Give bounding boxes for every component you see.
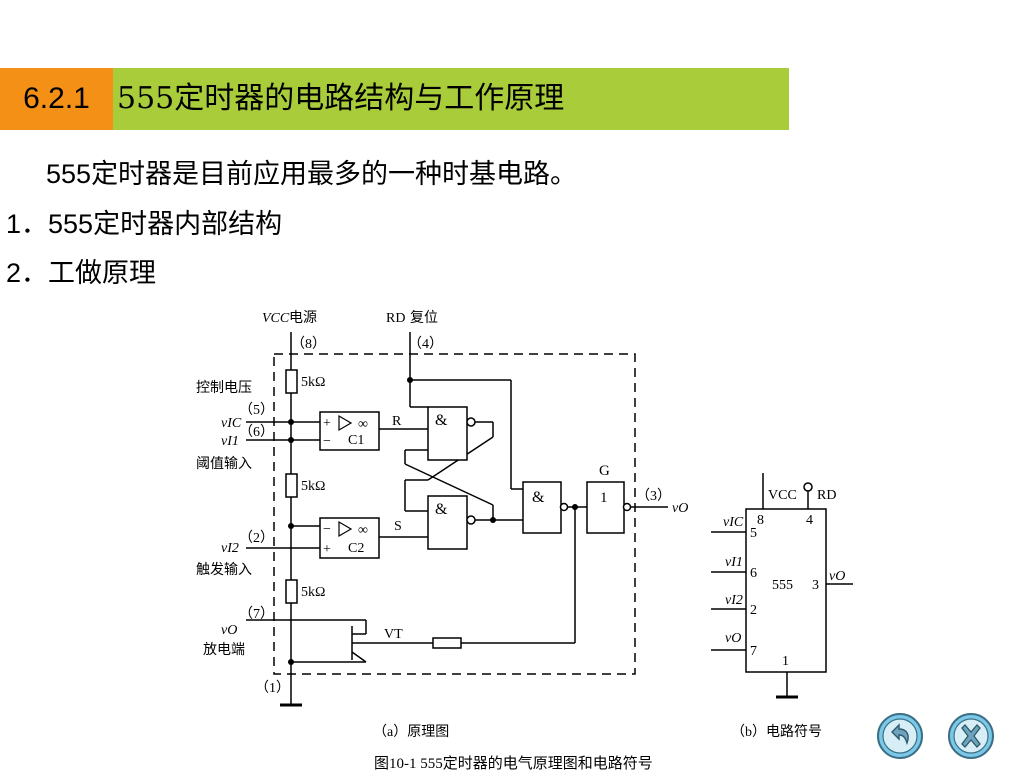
sym-pin-5: 5 <box>750 526 757 541</box>
diagram-b-symbol <box>711 473 853 699</box>
list-item-2-text: 工做原理 <box>48 258 157 289</box>
resistor-1-label: 5kΩ <box>301 375 325 390</box>
comp2-inf: ∞ <box>358 523 368 538</box>
base-resistor <box>432 637 462 649</box>
resistor-1 <box>285 369 298 394</box>
sym-vo-discharge: vO <box>725 631 741 646</box>
list-item-1: 1．555定时器内部结构 <box>6 207 282 242</box>
pin-3-label: （3） <box>636 488 671 504</box>
section-title: 555定时器的电路结构与工作原理 <box>117 81 565 116</box>
back-button[interactable] <box>875 711 925 761</box>
intro-line: 555定时器是目前应用最多的一种时基电路。 <box>46 157 577 192</box>
back-arrow-icon <box>877 713 923 759</box>
control-voltage-label: 控制电压 <box>196 380 252 396</box>
diagram-a-components <box>285 369 632 649</box>
vi1-label: vI1 <box>221 434 239 449</box>
comparator-1 <box>319 411 380 451</box>
pin-2-label: （2） <box>239 530 274 546</box>
list-item-2: 2．工做原理 <box>6 256 156 291</box>
pin-5-label: （5） <box>239 402 274 418</box>
vcc-label: VCC <box>262 311 290 326</box>
comp1-minus: − <box>323 434 331 449</box>
nand-2-bubble <box>466 515 476 525</box>
pin-8-label: （8） <box>291 336 326 352</box>
sym-rd: RD <box>817 488 836 503</box>
pin-1-label: （1） <box>255 680 290 696</box>
pin-7-label: （7） <box>239 606 274 622</box>
sym-pin-4: 4 <box>806 513 813 528</box>
resistor-2 <box>285 473 298 498</box>
g-label: G <box>599 463 610 479</box>
list-item-1-number: 1．555 <box>6 209 94 239</box>
trigger-input-label: 触发输入 <box>196 562 252 578</box>
sym-pin-7: 7 <box>750 644 757 659</box>
comparator-symbols <box>338 414 353 538</box>
discharge-label: 放电端 <box>203 642 245 658</box>
buffer-bubble <box>622 502 632 512</box>
s-input-label: S <box>394 519 402 534</box>
list-item-2-number: 2． <box>6 258 49 288</box>
close-button[interactable] <box>946 711 996 761</box>
c2-label: C2 <box>348 541 364 556</box>
rd-label: RD <box>386 311 405 326</box>
chip-boundary <box>273 353 636 675</box>
vic-label: vIC <box>221 416 242 431</box>
sym-pin-6: 6 <box>750 566 757 581</box>
threshold-input-label: 阈值输入 <box>196 456 252 472</box>
chip-555-body <box>745 508 827 673</box>
junction-dots <box>288 377 578 665</box>
sym-vi1: vI1 <box>725 555 743 570</box>
sym-pin-8: 8 <box>757 513 764 528</box>
sym-vcc: VCC <box>768 488 797 503</box>
vo-discharge-label: vO <box>221 623 237 638</box>
vo-output-label: vO <box>672 501 688 516</box>
nand-1-bubble <box>466 417 476 427</box>
vi2-label: vI2 <box>221 541 239 556</box>
sym-vic: vIC <box>723 515 744 530</box>
pin-6-label: （6） <box>239 424 274 440</box>
r-input-label: R <box>392 414 402 429</box>
comparator-2 <box>319 517 380 559</box>
pin-4-label: （4） <box>408 336 443 352</box>
intro-text: 定时器是目前应用最多的一种时基电路。 <box>91 159 578 190</box>
sym-pin-2: 2 <box>750 603 757 618</box>
nand-gate-1 <box>427 406 468 461</box>
diagram-a-caption: （a）原理图 <box>373 724 449 740</box>
section-number: 6.2.1 <box>0 68 113 130</box>
sym-vo-output: vO <box>829 569 845 584</box>
list-item-1-text: 定时器内部结构 <box>93 209 283 240</box>
resistor-3 <box>285 579 298 604</box>
rd-bubble <box>803 482 813 492</box>
close-x-icon <box>948 713 994 759</box>
c1-label: C1 <box>348 433 364 448</box>
comp1-inf: ∞ <box>358 417 368 432</box>
nand-2-symbol: & <box>435 501 448 518</box>
sym-chip-label: 555 <box>772 578 793 593</box>
comp2-plus: + <box>323 542 331 557</box>
comp2-minus: − <box>323 522 331 537</box>
resistor-3-label: 5kΩ <box>301 585 325 600</box>
nand-1-symbol: & <box>435 412 448 429</box>
resistor-2-label: 5kΩ <box>301 479 325 494</box>
vcc-text: 电源 <box>289 310 317 326</box>
comp1-plus: + <box>323 416 331 431</box>
sym-vi2: vI2 <box>725 593 743 608</box>
and-gate-3 <box>522 481 562 534</box>
figure-caption: 图10-1 555定时器的电气原理图和电路符号 <box>374 755 653 772</box>
vt-label: VT <box>384 627 403 642</box>
sym-pin-3: 3 <box>812 578 819 593</box>
nand-gate-2 <box>427 495 468 550</box>
title-bar: 6.2.1 555定时器的电路结构与工作原理 <box>0 68 789 130</box>
and-3-bubble <box>559 502 569 512</box>
diagram-b-caption: （b）电路符号 <box>731 724 822 740</box>
sym-pin-1: 1 <box>782 654 789 669</box>
rd-text: 复位 <box>410 309 438 326</box>
intro-number: 555 <box>46 159 92 189</box>
buffer-one-label: 1 <box>600 490 608 506</box>
and-3-symbol: & <box>532 489 545 506</box>
